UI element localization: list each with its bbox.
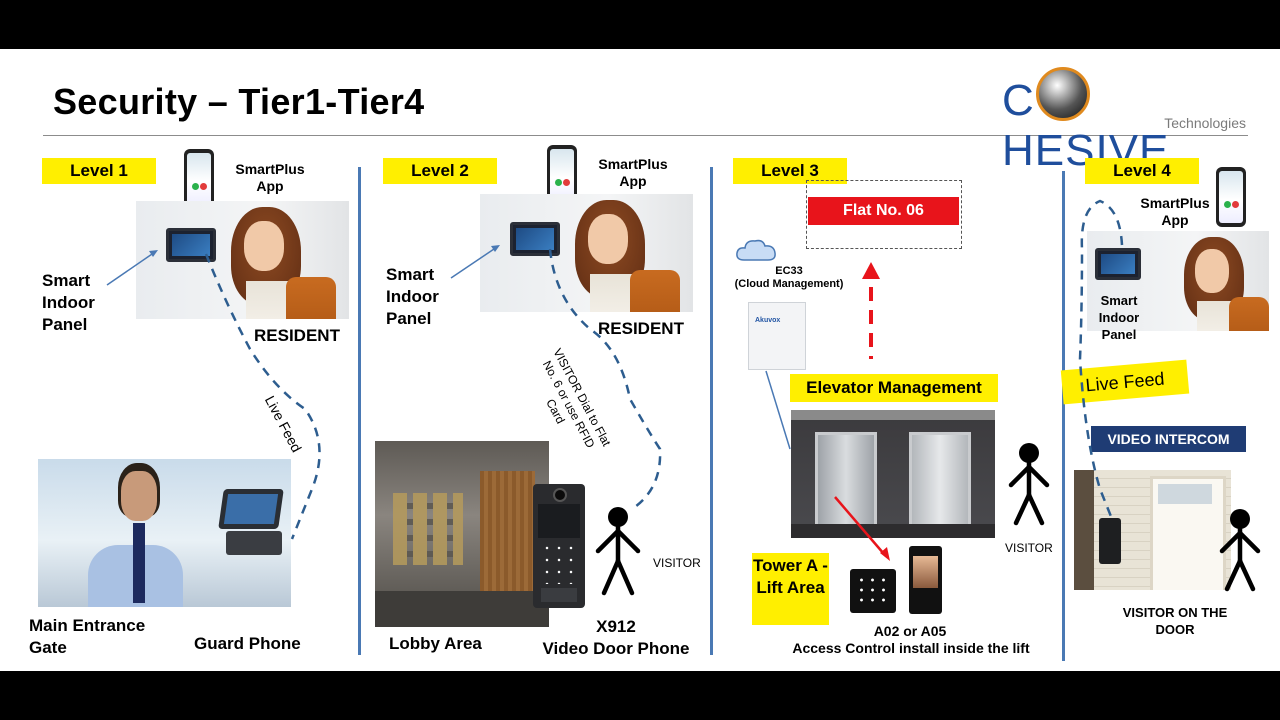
tower-a-lift-area-label: Tower A - Lift Area — [752, 553, 829, 625]
main-entrance-gate-label: Main Entrance Gate — [29, 616, 146, 657]
cloud-management-label: (Cloud Management) — [734, 278, 844, 290]
controller-brand-label: Akuvox — [755, 317, 781, 324]
smartplus-phone-icon — [184, 149, 214, 209]
door-intercom-icon — [1099, 518, 1121, 564]
video-intercom-banner: VIDEO INTERCOM — [1091, 426, 1246, 452]
access-model-label: A02 or A05 — [873, 623, 947, 639]
connections-layer — [106, 199, 1261, 596]
resident-photo — [136, 201, 349, 319]
smart-indoor-panel-label: Smart Indoor Panel — [42, 271, 95, 334]
column-divider-2 — [710, 167, 713, 655]
guard-photo — [38, 459, 291, 607]
smartplus-app-label: SmartPlus App — [1140, 195, 1210, 228]
live-feed-path-1 — [204, 253, 321, 540]
column-divider-1 — [358, 167, 361, 655]
cloud-icon — [734, 236, 778, 266]
visitor-label: VISITOR — [1005, 541, 1053, 555]
lift-access-arrowhead — [880, 547, 890, 561]
x912-door-phone-icon — [533, 484, 585, 608]
pointer-arrow — [450, 246, 498, 279]
guard-phone-label: Guard Phone — [194, 634, 301, 653]
smartplus-app-label: SmartPlus App — [598, 156, 668, 189]
controller-link — [765, 370, 791, 450]
flat-up-arrowhead — [862, 262, 880, 279]
ec33-controller-icon: Akuvox — [748, 302, 806, 370]
title-divider — [43, 135, 1248, 136]
indoor-panel-icon — [1095, 248, 1141, 280]
face-recognition-terminal-icon — [909, 546, 942, 614]
visitor-figure — [1219, 509, 1261, 592]
logo-subtitle: Technologies — [1164, 115, 1246, 131]
video-door-phone-label: Video Door Phone — [542, 639, 690, 658]
elevator-photo — [791, 410, 995, 538]
x912-label: X912 — [596, 617, 636, 636]
resident-photo — [1087, 231, 1269, 331]
smart-indoor-panel-label: Smart Indoor Panel — [1098, 293, 1140, 342]
visitor-figure — [1008, 443, 1050, 526]
level-1-tag: Level 1 — [42, 158, 156, 184]
column-divider-3 — [1062, 171, 1065, 661]
front-door-photo — [1074, 470, 1231, 590]
resident-label: RESIDENT — [598, 319, 684, 338]
lift-access-arrow — [834, 496, 885, 555]
smartplus-app-label: SmartPlus App — [235, 161, 305, 194]
smartplus-phone-icon — [1216, 167, 1246, 227]
ec33-label: EC33 (Cloud Management) — [726, 265, 852, 291]
keypad-reader-icon — [850, 569, 896, 613]
flat-number-banner: Flat No. 06 — [808, 197, 959, 225]
indoor-panel-icon — [510, 222, 560, 256]
visitor-dial-path — [548, 248, 662, 511]
elevator-management-label: Elevator Management — [790, 374, 998, 402]
visitor-label: VISITOR — [653, 556, 701, 570]
logo-globe-icon — [1035, 67, 1090, 121]
resident-label: RESIDENT — [254, 326, 340, 345]
pointer-arrow — [106, 251, 156, 286]
slide: Security – Tier1-Tier4 CHESIVE Technolog… — [0, 49, 1280, 671]
visitor-figure — [595, 507, 641, 596]
lobby-photo — [375, 441, 549, 627]
smart-indoor-panel-label: Smart Indoor Panel — [386, 265, 439, 328]
level-4-tag: Level 4 — [1085, 158, 1199, 184]
access-control-desc: Access Control install inside the lift — [792, 640, 1030, 656]
lobby-area-label: Lobby Area — [389, 634, 482, 653]
level-3-tag: Level 3 — [733, 158, 847, 184]
pointer-arrowhead — [149, 250, 158, 257]
live-feed-path-4 — [1078, 199, 1124, 520]
level-2-tag: Level 2 — [383, 158, 497, 184]
visitor-on-door-label: VISITOR ON THE DOOR — [1122, 605, 1228, 637]
resident-photo — [480, 194, 693, 312]
ec33-model: EC33 — [775, 265, 803, 277]
pointer-arrowhead — [491, 245, 500, 252]
slide-title: Security – Tier1-Tier4 — [53, 81, 425, 122]
flat-box — [806, 180, 962, 249]
